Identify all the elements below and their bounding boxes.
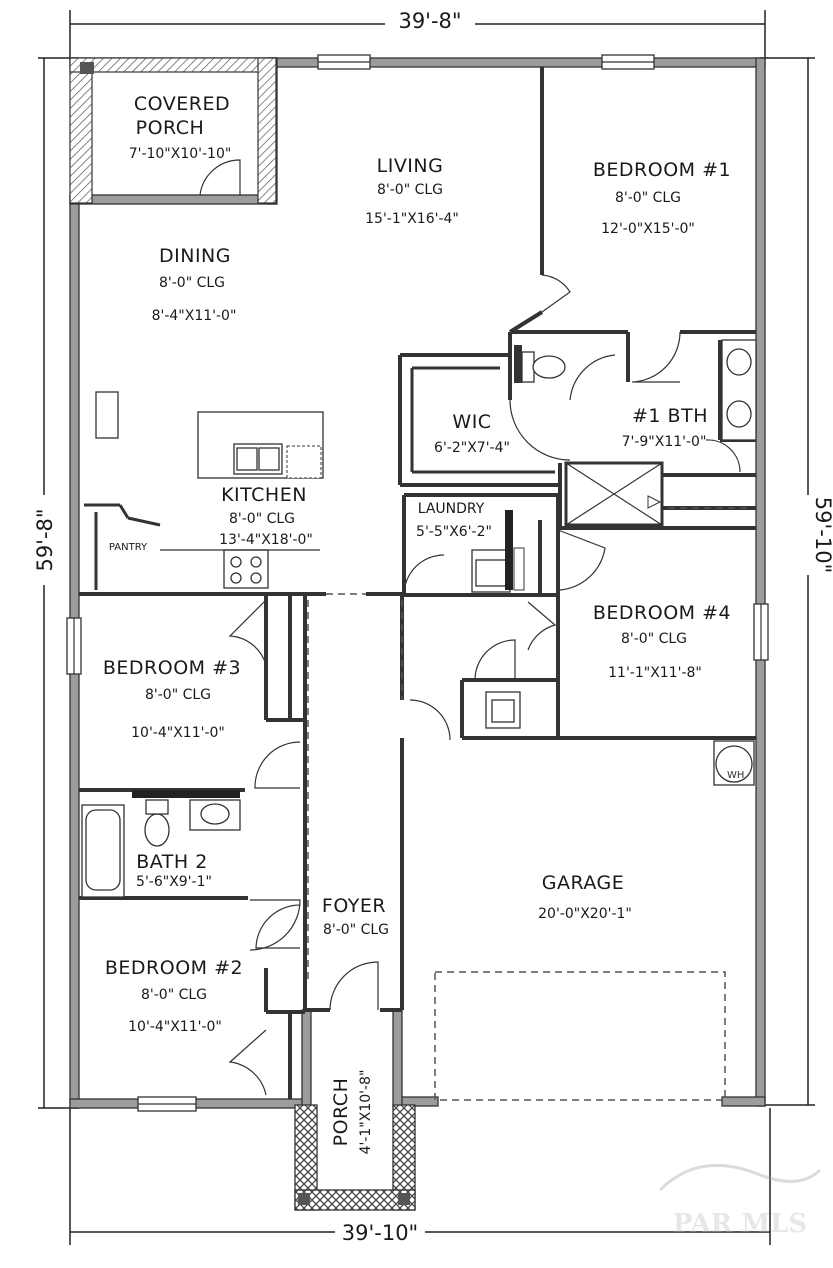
living-size: 15'-1"X16'-4" [365, 211, 459, 227]
living-ceiling: 8'-0" CLG [377, 182, 443, 198]
bath1-size: 7'-9"X11'-0" [622, 434, 707, 450]
dining-ceiling: 8'-0" CLG [159, 275, 225, 291]
bedroom4-label: BEDROOM #4 [593, 602, 731, 624]
porch-size: 4'-1"X10'-8" [358, 1070, 374, 1155]
foyer-ceiling: 8'-0" CLG [323, 922, 389, 938]
dining-label: DINING [159, 245, 231, 267]
bath2-size: 5'-6"X9'-1" [136, 874, 212, 890]
bath2-label: BATH 2 [136, 851, 208, 873]
kitchen-size: 13'-4"X18'-0" [219, 532, 313, 548]
dim-top: 39'-8" [398, 9, 461, 33]
watermark-text: PAR MLS [673, 1209, 807, 1239]
garage-label: GARAGE [542, 872, 625, 894]
water-heater-label: WH [727, 770, 744, 781]
bedroom1-size: 12'-0"X15'-0" [601, 221, 695, 237]
living-label: LIVING [377, 155, 444, 177]
doors [199, 159, 741, 1096]
bath1-label: #1 BTH [632, 405, 708, 427]
windows [66, 54, 769, 1112]
watermark-logo: PAR MLS [658, 1163, 822, 1239]
bedroom2-label: BEDROOM #2 [105, 957, 243, 979]
bedroom4-size: 11'-1"X11'-8" [608, 665, 702, 681]
bedroom4-ceiling: 8'-0" CLG [621, 631, 687, 647]
garage-size: 20'-0"X20'-1" [538, 906, 632, 922]
dining-size: 8'-4"X11'-0" [152, 308, 237, 324]
bedroom1-ceiling: 8'-0" CLG [615, 190, 681, 206]
bedroom3-ceiling: 8'-0" CLG [145, 687, 211, 703]
pantry-label: PANTRY [109, 542, 148, 553]
dim-bottom: 39'-10" [342, 1221, 418, 1245]
bedroom3-size: 10'-4"X11'-0" [131, 725, 225, 741]
kitchen-ceiling: 8'-0" CLG [229, 511, 295, 527]
foyer-label: FOYER [322, 895, 386, 917]
laundry-size: 5'-5"X6'-2" [416, 524, 492, 540]
bedroom3-label: BEDROOM #3 [103, 657, 241, 679]
dim-right: 59'-10" [811, 497, 833, 573]
laundry-label: LAUNDRY [418, 501, 485, 517]
kitchen-label: KITCHEN [221, 484, 307, 506]
bedroom2-ceiling: 8'-0" CLG [141, 987, 207, 1003]
front-porch [294, 1104, 416, 1211]
dimension-lines [38, 10, 815, 1245]
wic-label: WIC [452, 411, 491, 433]
covered-porch-size: 7'-10"X10'-10" [129, 146, 232, 162]
dim-left: 59'-8" [33, 508, 57, 571]
fixtures [81, 339, 757, 1101]
wic-size: 6'-2"X7'-4" [434, 440, 510, 456]
interior-walls [79, 67, 756, 1099]
covered-porch-label: COVERED [134, 93, 230, 115]
porch-label: PORCH [330, 1078, 352, 1147]
bedroom2-size: 10'-4"X11'-0" [128, 1019, 222, 1035]
covered-porch-label-2: PORCH [136, 117, 205, 139]
bedroom1-label: BEDROOM #1 [593, 159, 731, 181]
